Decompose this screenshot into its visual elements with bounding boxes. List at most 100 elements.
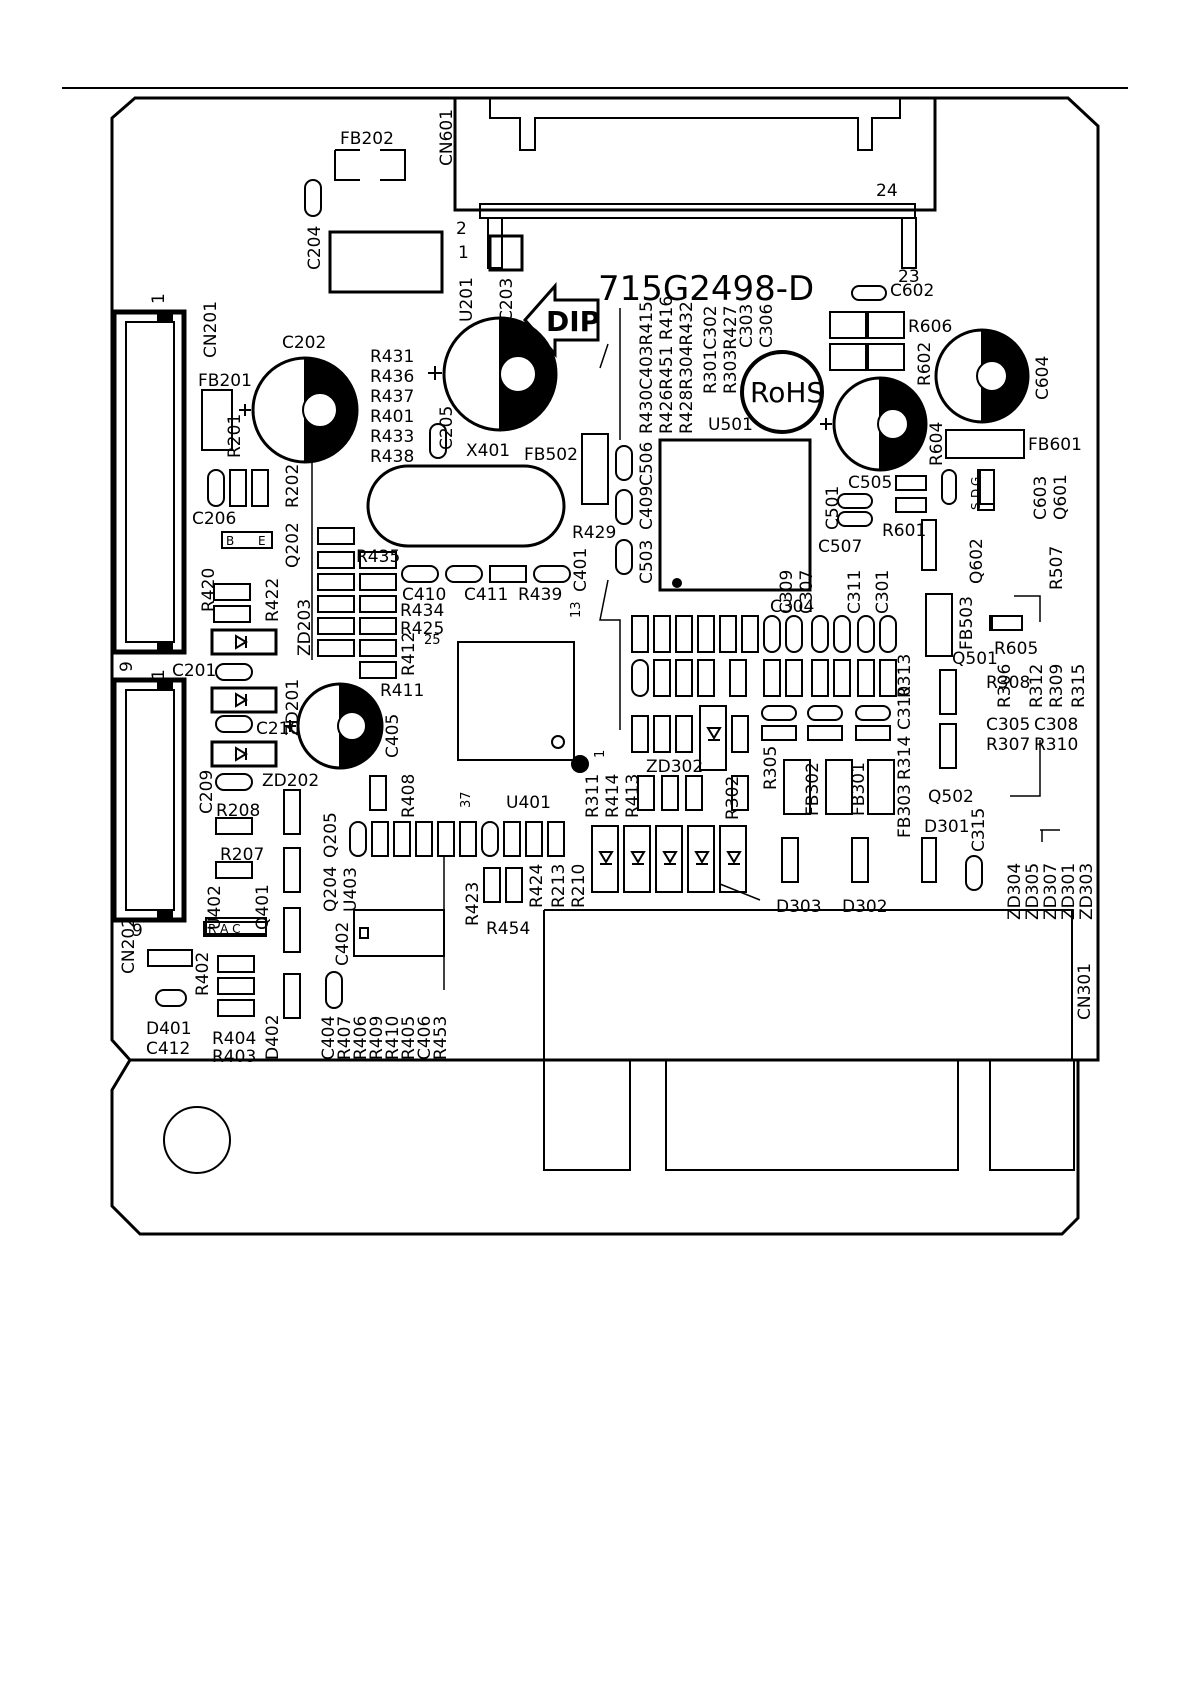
pin-1: 1 (458, 243, 469, 263)
cn202-pin-9: 9 (132, 921, 143, 941)
label-c307: C307 (797, 570, 817, 614)
c204-footprint (304, 179, 322, 217)
label-r403: R403 (212, 1047, 256, 1067)
label-fb301: FB301 (849, 762, 869, 816)
leader-lines (311, 308, 1060, 990)
q601-pin-g: G (969, 477, 983, 486)
u401-pin-37: 37 (459, 791, 474, 808)
cn201-connector (111, 309, 187, 655)
label-r431: R431 (370, 347, 414, 367)
label-r213: R213 (549, 864, 569, 908)
pads-left-column (147, 389, 447, 1017)
label-c201: C201 (172, 661, 216, 681)
label-q501: Q501 (952, 649, 998, 669)
label-c304: C304 (770, 597, 814, 617)
label-r310: R310 (1034, 735, 1078, 755)
label-c603: C603 (1031, 476, 1051, 520)
label-r207: R207 (220, 845, 264, 865)
label-zd301: ZD301 (1059, 863, 1079, 920)
label-fb202: FB202 (340, 129, 394, 149)
label-r302: R302 (723, 776, 743, 820)
label-c210: C210 (256, 719, 300, 739)
label-c507: C507 (818, 537, 862, 557)
label-x401: X401 (466, 441, 510, 461)
label-cn202: CN202 (119, 917, 139, 974)
label-zd304: ZD304 (1005, 863, 1025, 920)
label-r313: R313 (895, 654, 915, 698)
label-c401: C401 (571, 548, 591, 592)
label-c311: C311 (845, 570, 865, 614)
label-q502: Q502 (928, 787, 974, 807)
label-r420: R420 (199, 568, 219, 612)
label-c503: C503 (637, 540, 657, 584)
label-c206: C206 (192, 509, 236, 529)
c203-capacitor (428, 316, 558, 432)
fb502-footprint (581, 433, 609, 505)
u201-body (328, 230, 444, 294)
label-c404: C404 (319, 1016, 339, 1060)
c405-capacitor (284, 682, 384, 770)
label-r407: R407 (335, 1016, 355, 1060)
board-outline (110, 96, 1100, 1236)
u401-chip (457, 641, 589, 773)
label-col4: R301C302 (701, 305, 721, 394)
label-c301: C301 (873, 570, 893, 614)
q202-pin-e: E (258, 534, 266, 548)
label-r435: R435 (356, 547, 400, 567)
label-c205: C205 (437, 406, 457, 450)
q202-pin-b: B (226, 534, 234, 548)
cn201-pin-1: 1 (149, 293, 169, 304)
label-fb502: FB502 (524, 445, 578, 465)
label-fb503: FB503 (957, 596, 977, 650)
label-col7: C306 (757, 304, 777, 348)
label-c405: C405 (383, 714, 403, 758)
label-d402: D402 (263, 1014, 283, 1060)
label-r414: R414 (603, 774, 623, 818)
c315-footprint (965, 855, 983, 891)
label-q401: Q401 (253, 884, 273, 930)
label-fb303: FB303 (895, 784, 915, 838)
label-r208: R208 (216, 801, 260, 821)
label-r306: R306 (995, 664, 1015, 708)
label-zd201: ZD201 (283, 679, 303, 736)
label-r305: R305 (761, 746, 781, 790)
label-r507: R507 (1047, 546, 1067, 590)
cn601-connector (453, 98, 937, 272)
label-r406: R406 (351, 1016, 371, 1060)
cn202-pin-1: 1 (149, 669, 169, 680)
label-r201: R201 (225, 414, 245, 458)
c505-capacitor (820, 376, 928, 472)
pin-2: 2 (456, 219, 467, 239)
label-r410: R410 (383, 1016, 403, 1060)
label-r438: R438 (370, 447, 414, 467)
label-r412: R412 (399, 632, 419, 676)
label-r210: R210 (569, 864, 589, 908)
label-c203: C203 (497, 278, 517, 322)
label-r606: R606 (908, 317, 952, 337)
label-col3: R428R304R432 (677, 301, 697, 434)
pads-u401-row (349, 775, 565, 903)
label-c202: C202 (282, 333, 326, 353)
q601-pin-d: D (969, 489, 983, 498)
label-c310: C310 (895, 686, 915, 730)
label-r308: R308 (986, 673, 1030, 693)
pads-c506-column (615, 445, 633, 575)
label-r422: R422 (263, 578, 283, 622)
pads-c410-row (401, 565, 571, 583)
pads-zd302-group (631, 705, 749, 811)
label-d301: D301 (924, 817, 970, 837)
u401-pin-25: 25 (424, 633, 441, 648)
u402-pins: R A C (208, 922, 241, 936)
c604-capacitor (934, 328, 1030, 424)
c202-capacitor (239, 356, 359, 464)
transistor-footprints (203, 469, 995, 1019)
label-r307: R307 (986, 735, 1030, 755)
label-col2: R426R451 R416 (657, 296, 677, 434)
u401-pin-13: 13 (569, 601, 584, 618)
label-r408: R408 (399, 774, 419, 818)
label-r453: R453 (431, 1016, 451, 1060)
label-col1: R430C403R415 (637, 301, 657, 434)
label-r433: R433 (370, 427, 414, 447)
label-zd302: ZD302 (646, 757, 703, 777)
